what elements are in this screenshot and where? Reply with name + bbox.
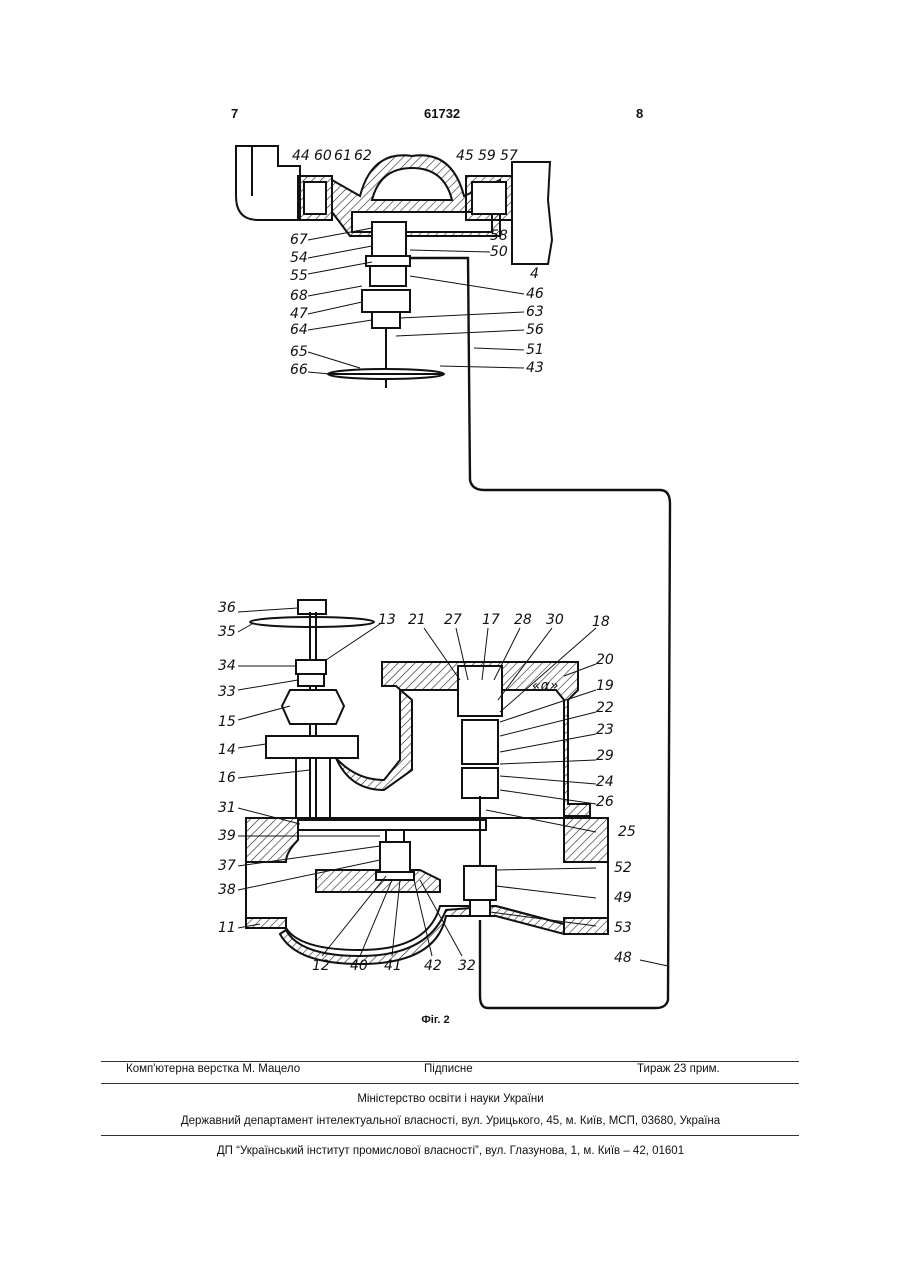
label-52: 52 bbox=[614, 860, 632, 876]
label-44: 44 bbox=[292, 148, 310, 164]
label-32: 32 bbox=[458, 958, 476, 974]
label-26: 26 bbox=[596, 794, 614, 810]
label-12: 12 bbox=[312, 958, 330, 974]
label-25: 25 bbox=[618, 824, 636, 840]
label-68: 68 bbox=[290, 288, 308, 304]
label-4: 4 bbox=[530, 266, 539, 282]
label-24: 24 bbox=[596, 774, 614, 790]
label-43: 43 bbox=[526, 360, 544, 376]
label-41: 41 bbox=[384, 958, 402, 974]
label-35: 35 bbox=[218, 624, 236, 640]
footer-signed: Підписне bbox=[424, 1063, 473, 1075]
label-14: 14 bbox=[218, 742, 236, 758]
label-39: 39 bbox=[218, 828, 236, 844]
label-58: 58 bbox=[490, 228, 508, 244]
footer-rule-bottom bbox=[101, 1135, 799, 1136]
label-67: 67 bbox=[290, 232, 308, 248]
label-48: 48 bbox=[614, 950, 632, 966]
label-alpha: «α» bbox=[532, 678, 559, 694]
label-56: 56 bbox=[526, 322, 544, 338]
label-61: 61 bbox=[334, 148, 352, 164]
footer-department: Державний департамент інтелектуальної вл… bbox=[0, 1115, 901, 1127]
figure-caption: Фіг. 2 bbox=[0, 1014, 871, 1026]
label-21: 21 bbox=[408, 612, 426, 628]
label-54: 54 bbox=[290, 250, 308, 266]
label-55: 55 bbox=[290, 268, 308, 284]
label-62: 62 bbox=[354, 148, 372, 164]
label-46: 46 bbox=[526, 286, 544, 302]
label-53: 53 bbox=[614, 920, 632, 936]
label-60: 60 bbox=[314, 148, 332, 164]
label-28: 28 bbox=[514, 612, 532, 628]
label-13: 13 bbox=[378, 612, 396, 628]
label-57: 57 bbox=[500, 148, 518, 164]
footer-rule-top bbox=[101, 1061, 799, 1062]
label-18: 18 bbox=[592, 614, 610, 630]
label-42: 42 bbox=[424, 958, 442, 974]
label-30: 30 bbox=[546, 612, 564, 628]
label-40: 40 bbox=[350, 958, 368, 974]
label-38: 38 bbox=[218, 882, 236, 898]
label-65: 65 bbox=[290, 344, 308, 360]
label-50: 50 bbox=[490, 244, 508, 260]
label-17: 17 bbox=[482, 612, 500, 628]
footer-institute: ДП “Український інститут промислової вла… bbox=[0, 1145, 901, 1157]
label-63: 63 bbox=[526, 304, 544, 320]
label-16: 16 bbox=[218, 770, 236, 786]
label-49: 49 bbox=[614, 890, 632, 906]
label-20: 20 bbox=[596, 652, 614, 668]
top-valve-assembly bbox=[236, 146, 552, 388]
label-33: 33 bbox=[218, 684, 236, 700]
label-11: 11 bbox=[218, 920, 236, 936]
label-66: 66 bbox=[290, 362, 308, 378]
bottom-valve-assembly bbox=[246, 600, 608, 964]
label-34: 34 bbox=[218, 658, 236, 674]
label-23: 23 bbox=[596, 722, 614, 738]
label-37: 37 bbox=[218, 858, 236, 874]
footer-circulation: Тираж 23 прим. bbox=[637, 1063, 720, 1075]
label-15: 15 bbox=[218, 714, 236, 730]
label-27: 27 bbox=[444, 612, 462, 628]
label-51: 51 bbox=[526, 342, 544, 358]
footer-ministry: Міністерство освіти і науки України bbox=[0, 1093, 901, 1105]
footer-layout-credit: Комп'ютерна верстка М. Мацело bbox=[126, 1063, 300, 1075]
label-29: 29 bbox=[596, 748, 614, 764]
label-47: 47 bbox=[290, 306, 308, 322]
label-36: 36 bbox=[218, 600, 236, 616]
label-45: 45 bbox=[456, 148, 474, 164]
label-64: 64 bbox=[290, 322, 308, 338]
footer-rule-middle bbox=[101, 1083, 799, 1084]
label-59: 59 bbox=[478, 148, 496, 164]
label-31: 31 bbox=[218, 800, 236, 816]
label-22: 22 bbox=[596, 700, 614, 716]
label-19: 19 bbox=[596, 678, 614, 694]
